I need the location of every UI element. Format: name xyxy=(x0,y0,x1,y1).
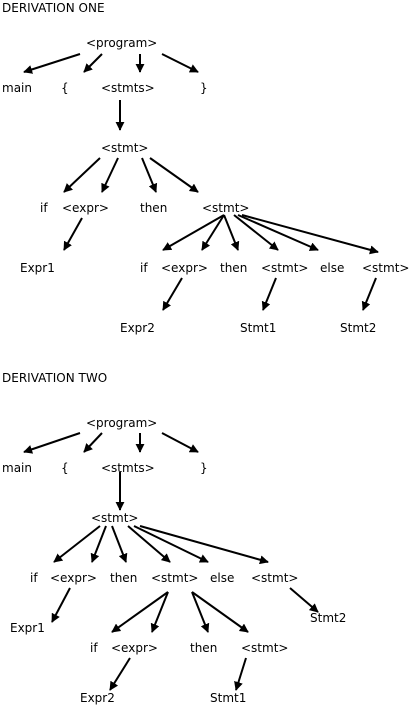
edge2-stmt-expr xyxy=(90,525,107,563)
edge2-expr-expr1 xyxy=(51,587,71,623)
node-expr: <expr> xyxy=(62,201,109,215)
edge-program-main xyxy=(23,53,81,74)
edge-stmt2-expr xyxy=(201,214,225,251)
edge-stmt2-else xyxy=(237,214,319,251)
node2-expr2: Expr2 xyxy=(80,691,115,705)
node2-then-2: then xyxy=(190,641,218,655)
edge2-program-main xyxy=(23,432,81,454)
node2-stmt-b: <stmt> xyxy=(251,571,299,585)
node-then: then xyxy=(140,201,168,215)
node2-else: else xyxy=(210,571,235,585)
edge-program-rbrace xyxy=(161,53,199,73)
edge-stmt2-if xyxy=(162,214,225,251)
node-program: <program> xyxy=(86,36,158,50)
edge-stmt2-stmt xyxy=(233,214,279,251)
node2-program: <program> xyxy=(86,416,158,430)
edge2-stmt-then2 xyxy=(191,591,210,633)
edge2-stmt-stmt1 xyxy=(234,657,247,691)
edge2-stmt-if2 xyxy=(111,591,169,633)
edge-stmt-stmt1 xyxy=(261,277,277,311)
edge-stmt-stmt xyxy=(149,157,199,193)
node-lbrace: { xyxy=(61,81,69,95)
node2-stmts: <stmts> xyxy=(101,461,155,475)
edge-stmt-then xyxy=(141,157,158,193)
node-stmts: <stmts> xyxy=(101,81,155,95)
node-expr-2: <expr> xyxy=(161,261,208,275)
node-then-2: then xyxy=(220,261,248,275)
node-stmt-b: <stmt> xyxy=(362,261,410,275)
node-stmt: <stmt> xyxy=(101,141,149,155)
edge2-stmt-stmt xyxy=(127,525,171,563)
edge2-stmt-else xyxy=(133,525,209,563)
node-main: main xyxy=(2,81,32,95)
edge2-expr-expr2 xyxy=(109,657,131,691)
node2-lbrace: { xyxy=(61,461,69,475)
node2-if-2: if xyxy=(90,641,98,655)
node-expr2: Expr2 xyxy=(120,321,155,335)
edge-stmt-if xyxy=(63,157,101,193)
edge2-stmt-expr2 xyxy=(150,591,169,633)
node2-expr: <expr> xyxy=(50,571,97,585)
node-stmt-a: <stmt> xyxy=(261,261,309,275)
node2-expr-2: <expr> xyxy=(111,641,158,655)
node2-stmt1: Stmt1 xyxy=(210,691,247,705)
edge2-stmt-then xyxy=(111,525,128,563)
edge2-stmt-stmt2 xyxy=(191,591,249,633)
edge2-stmtb-stmt2 xyxy=(289,587,319,613)
edge2-stmt-stmtb xyxy=(139,525,269,565)
node-expr1: Expr1 xyxy=(20,261,55,275)
node2-stmt: <stmt> xyxy=(91,511,139,525)
node2-stmt-inner: <stmt> xyxy=(151,571,199,585)
node-else: else xyxy=(320,261,345,275)
node2-if: if xyxy=(30,571,38,585)
node2-stmt-a: <stmt> xyxy=(241,641,289,655)
node2-expr1: Expr1 xyxy=(10,621,45,635)
edge-expr-expr1 xyxy=(63,217,83,251)
edge-program-lbrace xyxy=(83,53,103,73)
node-stmt1: Stmt1 xyxy=(240,321,277,335)
edge2-program-rbrace xyxy=(161,432,199,453)
node-if: if xyxy=(40,201,48,215)
node-stmt2: Stmt2 xyxy=(340,321,377,335)
edge-stmt-expr xyxy=(101,157,119,193)
edge2-stmt-if xyxy=(53,525,101,563)
edge2-program-lbrace xyxy=(83,432,103,453)
node-rbrace: } xyxy=(200,81,208,95)
edge-stmt2-stmtb xyxy=(241,214,379,255)
edge-stmt2-then xyxy=(223,214,240,251)
node2-main: main xyxy=(2,461,32,475)
heading-derivation-two: DERIVATION TWO xyxy=(2,371,108,385)
edge-stmt-stmt2 xyxy=(361,277,377,311)
edge-expr-expr2 xyxy=(162,277,183,311)
node-if-2: if xyxy=(140,261,148,275)
node2-rbrace: } xyxy=(200,461,208,475)
node2-stmt2: Stmt2 xyxy=(310,611,347,625)
node2-then: then xyxy=(110,571,138,585)
node-stmt-inner: <stmt> xyxy=(202,201,250,215)
heading-derivation-one: DERIVATION ONE xyxy=(2,1,105,15)
